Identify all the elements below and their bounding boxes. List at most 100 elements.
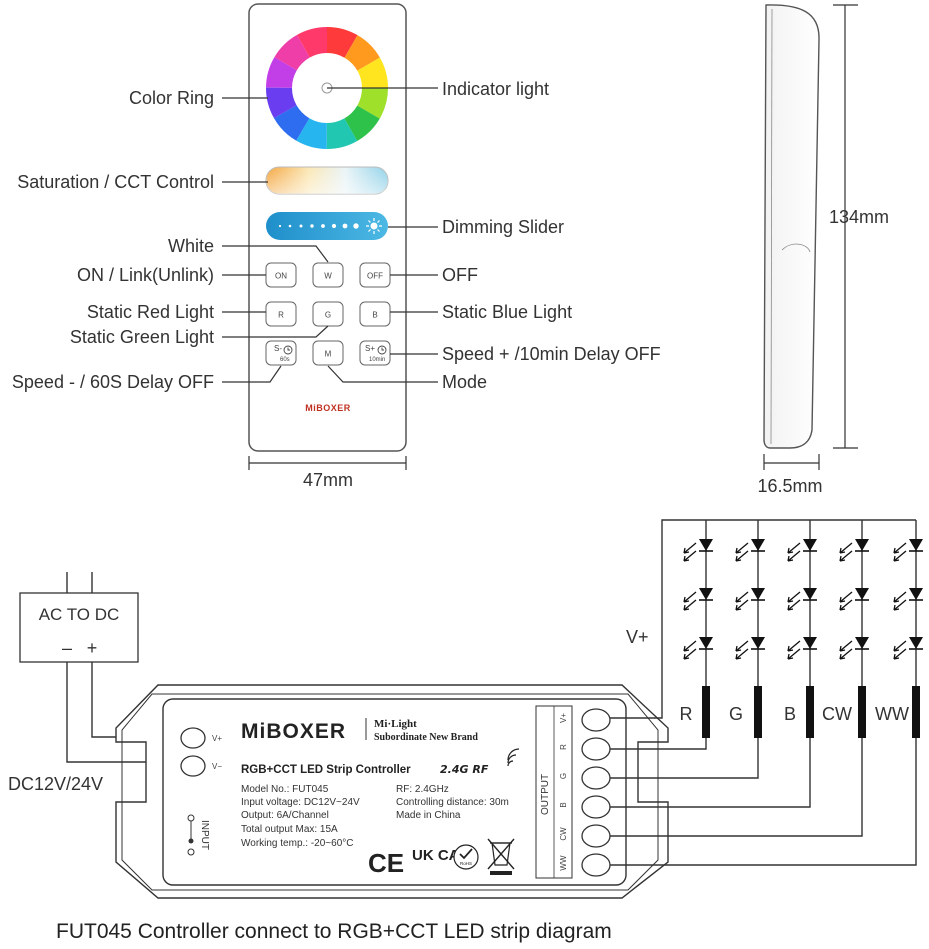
resistor-icon (754, 686, 762, 738)
svg-text:Input voltage: DC12V~24V: Input voltage: DC12V~24V (241, 797, 360, 808)
led-diode-icon (839, 588, 869, 611)
svg-text:INPUT: INPUT (199, 820, 210, 850)
svg-text:Mi·Light: Mi·Light (374, 718, 417, 730)
output-wires (610, 519, 917, 866)
white-button[interactable]: W (312, 262, 344, 288)
timer-icon (377, 345, 387, 355)
svg-text:B: B (372, 311, 377, 320)
led-string-g (735, 520, 765, 738)
vplus-label: V+ (626, 627, 649, 647)
saturation-cct-slider[interactable] (265, 166, 389, 195)
led-diode-icon (893, 637, 923, 660)
led-diode-icon (735, 539, 765, 562)
led-diode-icon (683, 637, 713, 660)
channel-label-cw: CW (822, 704, 852, 724)
svg-text:Output: 6A/Channel: Output: 6A/Channel (241, 810, 329, 821)
svg-text:47mm: 47mm (303, 470, 353, 490)
led-diode-icon (683, 539, 713, 562)
svg-text:V+: V+ (212, 734, 222, 743)
resistor-icon (806, 686, 814, 738)
svg-text:S-: S- (274, 344, 282, 353)
svg-text:V+: V+ (559, 713, 568, 723)
led-diode-icon (735, 588, 765, 611)
channel-label-b: B (784, 704, 796, 724)
red-button[interactable]: R (265, 301, 297, 327)
svg-text:–: – (62, 638, 72, 658)
power-supply: AC TO DC – + (19, 572, 139, 663)
svg-text:60s: 60s (280, 357, 290, 363)
controller-housing (115, 684, 669, 899)
svg-text:S+: S+ (365, 344, 375, 353)
svg-text:R: R (278, 311, 284, 320)
dimming-slider[interactable] (266, 212, 388, 240)
svg-text:Total output Max: 15A: Total output Max: 15A (241, 824, 338, 835)
led-diode-icon (839, 637, 869, 660)
blue-button[interactable]: B (359, 301, 391, 327)
controller-brand-logo: MiBOXER (241, 720, 346, 743)
svg-text:CW: CW (559, 827, 568, 841)
svg-text:OFF: OFF (367, 272, 383, 281)
label-color-ring: Color Ring (129, 88, 214, 108)
channel-label-ww: WW (875, 704, 909, 724)
speed-minus-button[interactable]: S- 60s (265, 340, 297, 366)
wifi-signal-icon (507, 748, 520, 767)
label-on-link: ON / Link(Unlink) (77, 265, 214, 285)
led-diode-icon (787, 637, 817, 660)
led-diode-icon (893, 539, 923, 562)
depth-dimension: 16.5mm (757, 476, 822, 496)
voltage-label: DC12V/24V (8, 774, 103, 794)
led-diode-icon (787, 588, 817, 611)
vminus-terminal (180, 755, 206, 777)
svg-text:Subordinate New Brand: Subordinate New Brand (374, 732, 478, 743)
input-terminals: V+ V− INPUT (180, 727, 222, 856)
svg-text:Model No.: FUT045: Model No.: FUT045 (241, 784, 329, 795)
svg-text:V−: V− (212, 762, 222, 771)
svg-text:R: R (559, 744, 568, 750)
label-mode: Mode (442, 372, 487, 392)
sun-icon (366, 218, 382, 234)
diagram-caption: FUT045 Controller connect to RGB+CCT LED… (56, 920, 612, 943)
green-button[interactable]: G (312, 301, 344, 327)
label-static-red: Static Red Light (87, 302, 214, 322)
svg-text:B: B (559, 802, 568, 807)
svg-text:AC TO DC: AC TO DC (39, 605, 120, 624)
led-diode-icon (839, 539, 869, 562)
label-off: OFF (442, 265, 478, 285)
resistor-icon (912, 686, 920, 738)
channel-label-g: G (729, 704, 743, 724)
svg-text:RF: 2.4GHz: RF: 2.4GHz (396, 784, 449, 795)
svg-text:Made in China: Made in China (396, 810, 461, 821)
controller-label: MiBOXER Mi·Light Subordinate New Brand R… (241, 718, 520, 878)
label-white: White (168, 236, 214, 256)
ce-mark-icon: CE (368, 848, 404, 878)
svg-text:ON: ON (275, 272, 287, 281)
resistor-icon (702, 686, 710, 738)
svg-text:10min: 10min (369, 357, 385, 363)
led-strings (683, 520, 923, 738)
off-button[interactable]: OFF (359, 262, 391, 288)
label-dimming: Dimming Slider (442, 217, 564, 237)
led-diode-icon (735, 637, 765, 660)
vplus-terminal (180, 727, 206, 749)
timer-icon (283, 345, 293, 355)
on-button[interactable]: ON (265, 262, 297, 288)
svg-text:WW: WW (559, 855, 568, 871)
led-diode-icon (893, 588, 923, 611)
ukca-mark-icon: UK CA (412, 847, 460, 864)
svg-text:Controlling distance: 30m: Controlling distance: 30m (396, 797, 509, 808)
output-terminal-block: OUTPUT V+ R G B CW WW (535, 705, 611, 879)
rohs-icon: RoHS (453, 844, 479, 870)
led-string-ww (893, 520, 923, 738)
remote-leader-lines (222, 87, 438, 383)
label-indicator: Indicator light (442, 79, 549, 99)
label-static-green: Static Green Light (70, 327, 214, 347)
svg-text:G: G (559, 773, 568, 779)
speed-plus-button[interactable]: S+ 10min (359, 340, 391, 366)
controller-title: RGB+CCT LED Strip Controller (241, 764, 411, 776)
svg-text:Working temp.: -20~60°C: Working temp.: -20~60°C (241, 838, 353, 849)
led-string-cw (839, 520, 869, 738)
mode-button[interactable]: M (312, 340, 344, 366)
svg-text:W: W (324, 272, 332, 281)
label-speed-minus: Speed - / 60S Delay OFF (12, 372, 214, 392)
channel-label-r: R (680, 704, 693, 724)
